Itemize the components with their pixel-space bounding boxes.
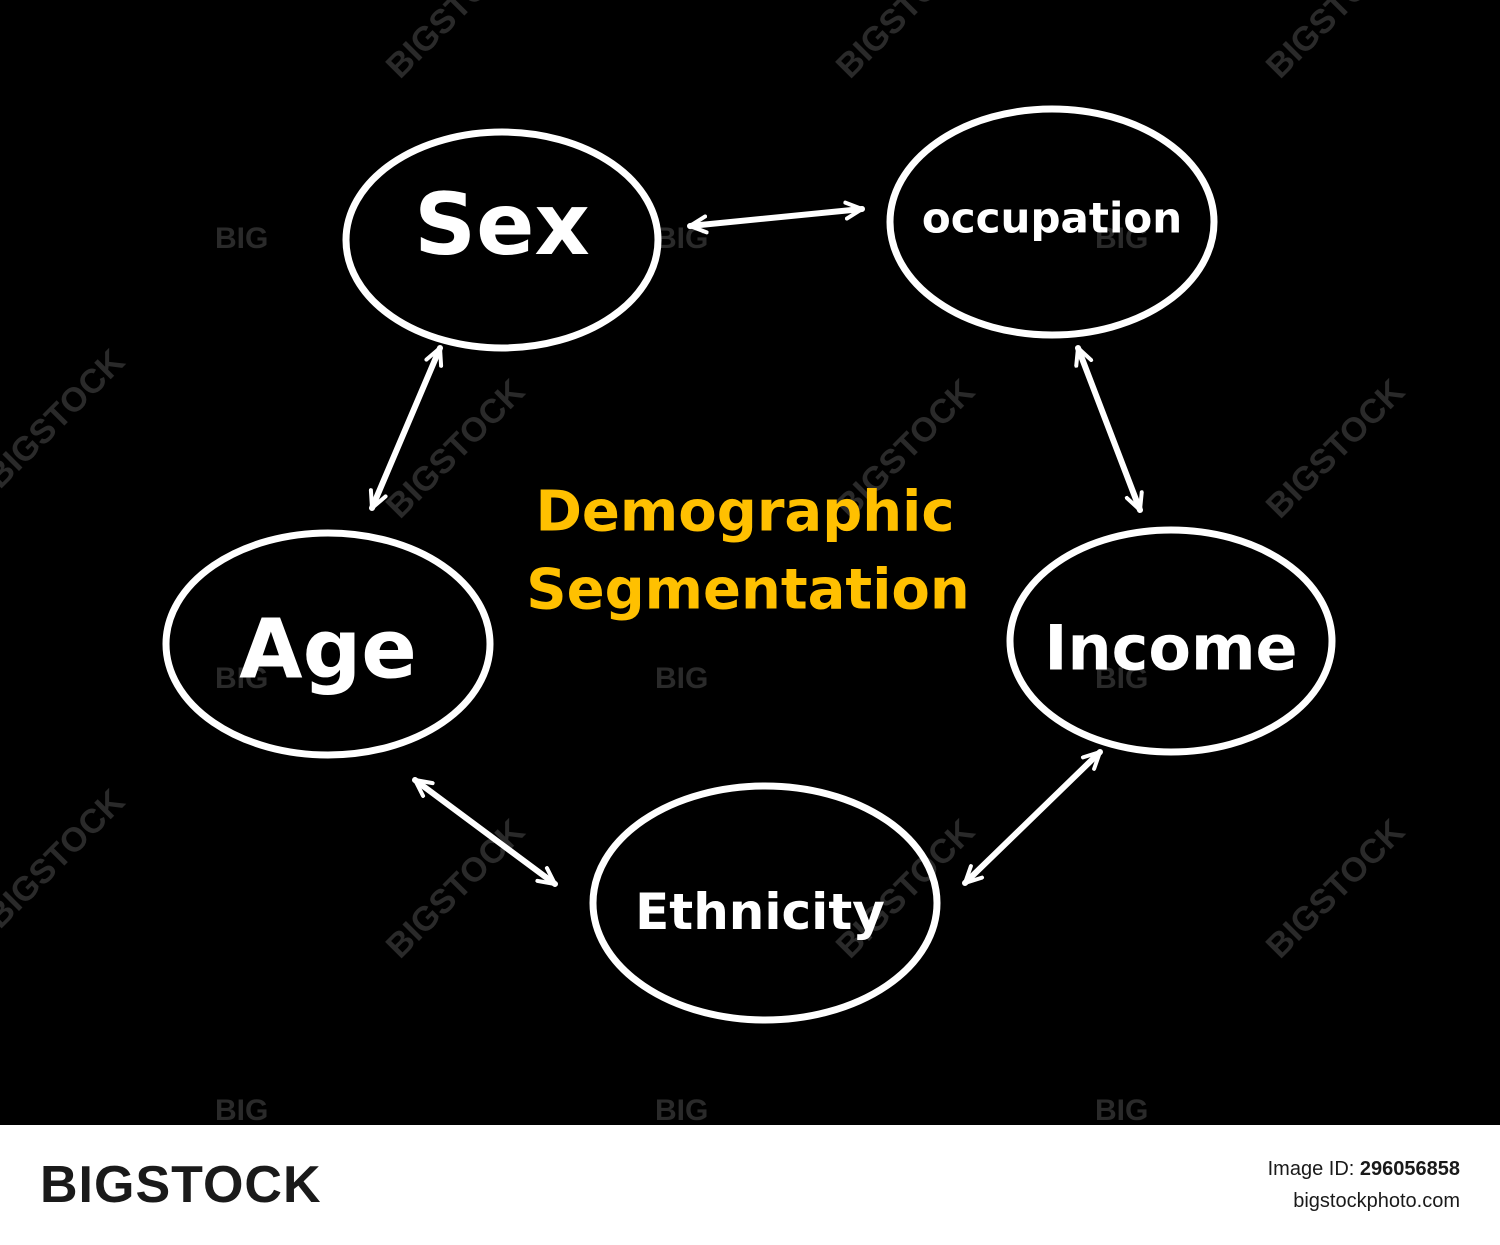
connectors	[368, 200, 1144, 887]
watermark-bigstock: BIGSTOCK	[1259, 372, 1413, 526]
arrow-occupation-income	[1074, 345, 1144, 513]
arrow-sex-occupation	[687, 200, 865, 235]
watermark-big: BIG	[1095, 662, 1148, 695]
watermark-big: BIG	[655, 662, 708, 695]
node-occupation-ellipse	[886, 105, 1218, 339]
node-income-label: Income	[1044, 612, 1297, 685]
stock-footer: BIGSTOCK Image ID: 296056858 bigstockpho…	[0, 1125, 1500, 1245]
arrow-income-ethnicity	[962, 749, 1103, 886]
node-sex: Sex	[342, 128, 662, 352]
node-occupation-label: occupation	[922, 194, 1182, 243]
watermark-big: BIG	[215, 1094, 268, 1125]
node-sex-ellipse	[342, 128, 662, 352]
footer-meta: Image ID: 296056858 bigstockphoto.com	[1268, 1153, 1460, 1217]
watermark-bigstock: BIGSTOCK	[379, 372, 533, 526]
node-ethnicity: Ethnicity	[589, 782, 941, 1024]
title-line-1: Demographic	[535, 480, 954, 545]
arrow-age-sex	[368, 345, 444, 511]
footer-image-id: Image ID: 296056858	[1268, 1153, 1460, 1185]
node-age-label: Age	[239, 603, 417, 698]
title-line-2: Segmentation	[526, 558, 969, 623]
watermark-bigstock: BIGSTOCK	[0, 782, 132, 936]
watermark-bigstock: BIGSTOCK	[1259, 0, 1413, 86]
node-age-ellipse	[162, 529, 494, 759]
watermark-big: BIG	[655, 1094, 708, 1125]
image-id-value: 296056858	[1359, 1158, 1460, 1180]
watermark-big: BIG	[1095, 222, 1148, 255]
node-age: Age	[162, 529, 494, 759]
watermark-bigstock: BIGSTOCK	[829, 0, 983, 86]
watermark-big: BIG	[215, 662, 268, 695]
node-occupation: occupation	[886, 105, 1218, 339]
diagram-title: Demographic Segmentation	[526, 480, 969, 623]
arrow-ethnicity-age	[412, 777, 558, 887]
watermark-bigstock: BIGSTOCK	[1259, 812, 1413, 966]
footer-brand-logo: BIGSTOCK	[40, 1156, 322, 1214]
watermark-bigstock: BIGSTOCK	[379, 0, 533, 86]
mind-map-diagram: BIG BIG BIG BIG BIG BIG BIG BIG BIG BIGS…	[0, 0, 1413, 1125]
footer-site-link[interactable]: bigstockphoto.com	[1293, 1190, 1460, 1212]
image-id-label: Image ID:	[1267, 1158, 1355, 1180]
watermark-big: BIG	[1095, 1094, 1148, 1125]
node-income-ellipse	[1006, 526, 1336, 756]
node-ethnicity-label: Ethnicity	[635, 883, 885, 941]
node-income: Income	[1006, 526, 1336, 756]
watermark-big: BIG	[215, 222, 268, 255]
watermark-bigstock: BIGSTOCK	[0, 342, 132, 496]
node-sex-label: Sex	[414, 175, 590, 275]
watermark-bigstock: BIGSTOCK	[379, 812, 533, 966]
node-ethnicity-ellipse	[589, 782, 941, 1024]
